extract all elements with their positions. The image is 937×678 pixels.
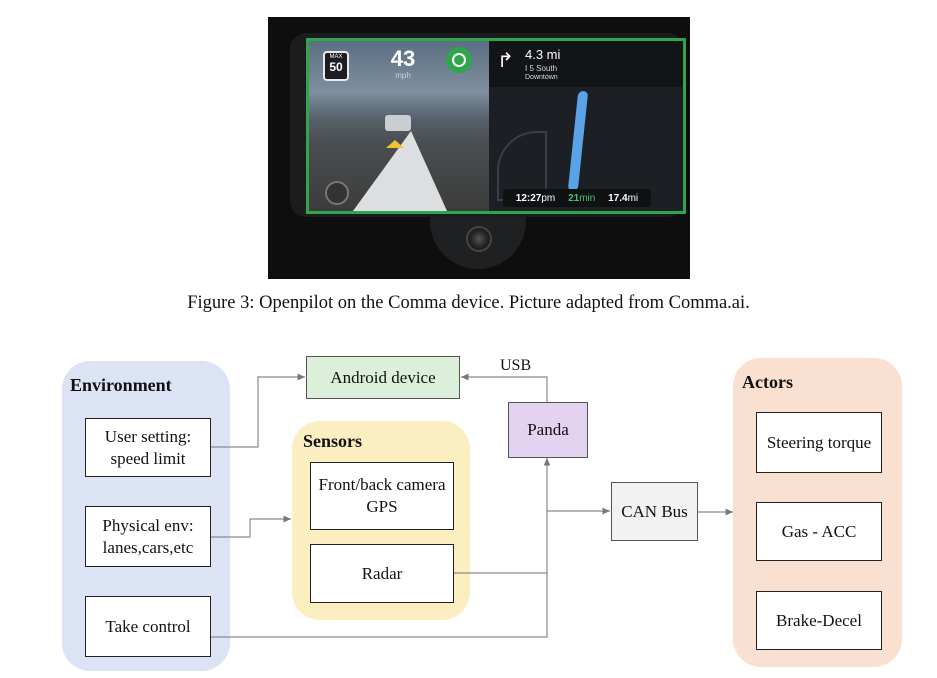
android-device-box: Android device [306, 356, 460, 399]
wire-usb-android-panda [461, 373, 548, 402]
camera-gps-label: Front/back camera GPS [318, 475, 446, 516]
nav-distance: 4.3 mi [525, 47, 561, 62]
eta-bar: 12:27pm 21min 17.4mi [503, 189, 651, 207]
road-camera-view: MAX 50 43 mph [309, 41, 489, 211]
radar-box: Radar [310, 544, 454, 603]
camera-lens [466, 226, 492, 252]
lead-car [385, 115, 411, 131]
physical-env-box: Physical env: lanes,cars,etc [85, 506, 211, 567]
gas-acc-label: Gas - ACC [781, 521, 857, 541]
comma-device-photo: MAX 50 43 mph ↱ 4.3 mi I 5 South Downtow… [268, 17, 690, 279]
figure-caption: Figure 3: Openpilot on the Comma device.… [187, 293, 750, 313]
nav-destination: Downtown [525, 74, 558, 81]
panda-box: Panda [508, 402, 588, 458]
current-speed-value: 43 [390, 46, 416, 71]
steering-torque-box: Steering torque [756, 412, 882, 473]
speed-unit: mph [395, 71, 411, 80]
eta-minutes: 21min [568, 192, 596, 204]
eta-distance: 17.4mi [608, 192, 639, 204]
take-control-label: Take control [105, 616, 191, 636]
camera-gps-box: Front/back camera GPS [310, 462, 454, 530]
eta-time: 12:27pm [515, 192, 556, 204]
android-device-label: Android device [330, 367, 436, 387]
max-speed-label: MAX [329, 54, 343, 60]
steering-wheel-icon [446, 47, 472, 73]
route-line [567, 91, 589, 191]
driver-monitor-icon [325, 181, 349, 205]
steering-torque-label: Steering torque [766, 432, 872, 452]
nav-road-name: I 5 South [525, 64, 558, 73]
take-control-box: Take control [85, 596, 211, 657]
brake-decel-box: Brake-Decel [756, 591, 882, 650]
sensors-title: Sensors [303, 431, 363, 451]
turn-right-icon: ↱ [497, 48, 514, 72]
can-bus-label: CAN Bus [621, 501, 688, 521]
radar-label: Radar [361, 563, 403, 583]
lead-vehicle-marker [386, 140, 404, 148]
max-speed-value: 50 [329, 60, 343, 74]
user-setting-label: User setting: speed limit [104, 426, 192, 468]
usb-label: USB [500, 357, 532, 374]
navigation-map: ↱ 4.3 mi I 5 South Downtown 12:27pm 21mi… [489, 41, 683, 211]
panda-label: Panda [527, 420, 569, 439]
can-bus-box: CAN Bus [611, 482, 698, 541]
environment-title: Environment [70, 375, 172, 395]
device-screen: MAX 50 43 mph ↱ 4.3 mi I 5 South Downtow… [306, 38, 686, 214]
max-speed-sign: MAX 50 [323, 51, 349, 81]
current-speed: 43 mph [383, 46, 423, 81]
nav-instruction-banner: ↱ 4.3 mi I 5 South Downtown [489, 41, 683, 87]
user-setting-box: User setting: speed limit [85, 418, 211, 477]
brake-decel-label: Brake-Decel [776, 610, 862, 630]
actors-title: Actors [742, 372, 793, 392]
physical-env-label: Physical env: lanes,cars,etc [102, 515, 194, 557]
gas-acc-box: Gas - ACC [756, 502, 882, 561]
